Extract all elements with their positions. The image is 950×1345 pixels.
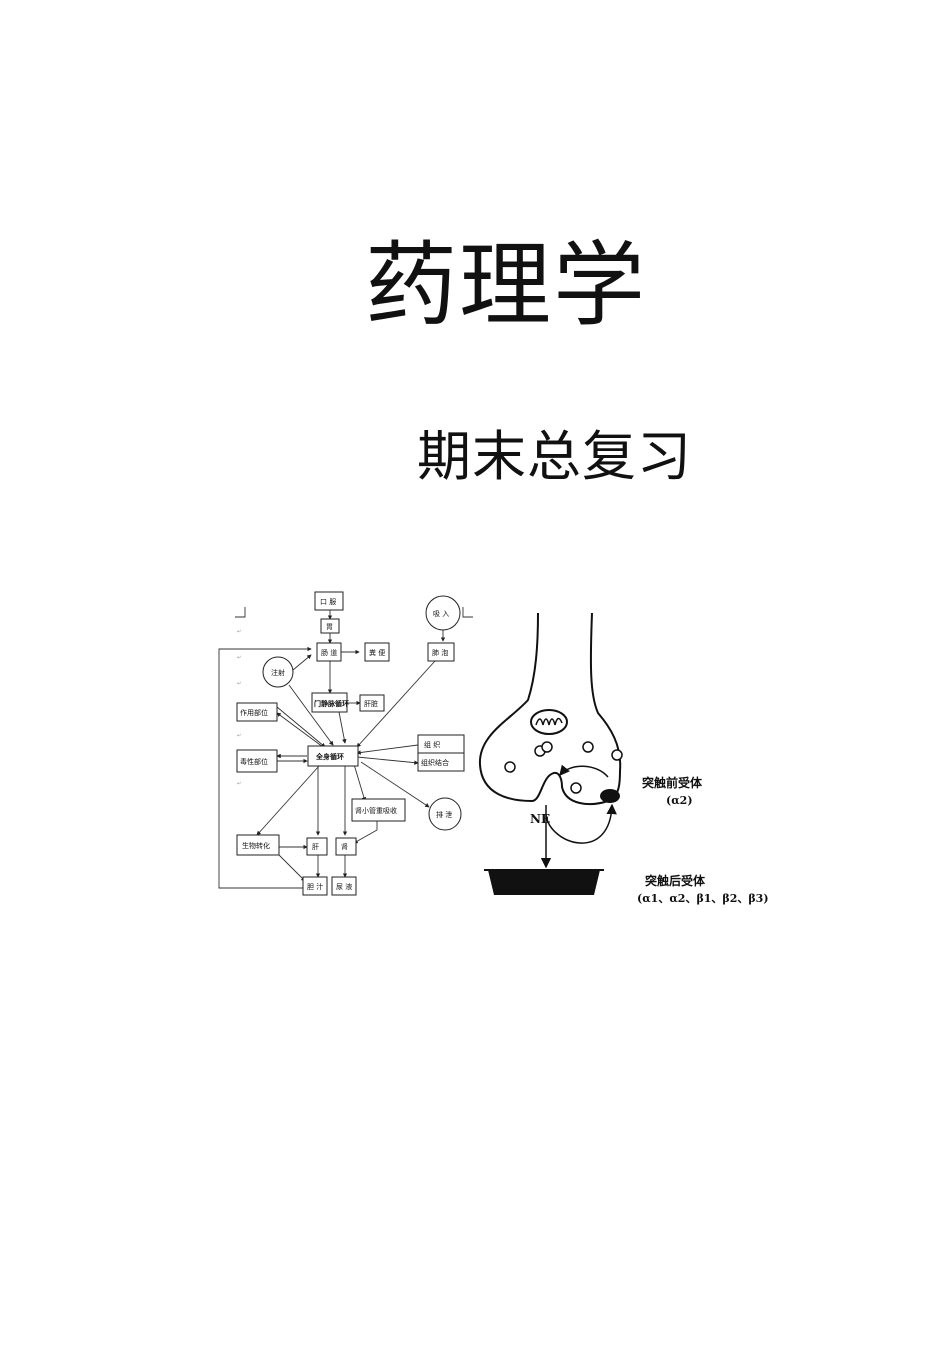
svg-text:↵: ↵ [237,781,241,787]
flow-node-feces: 粪 便 [369,648,385,657]
synapse-diagram: NE 突触前受体 (α2) 突触后受体 (α1、α2、β1、β2、β3) [478,612,769,905]
flow-node-kidney: 肾 [341,842,348,851]
flow-node-portal: 门静脉循环 [314,699,349,708]
vesicle [611,749,623,761]
postsynaptic-subtypes: (α1、α2、β1、β2、β3) [637,892,769,905]
svg-text:↵: ↵ [237,733,241,739]
vesicle [570,782,582,794]
mitochondrion [530,709,568,735]
svg-text:↵: ↵ [237,681,241,687]
flow-node-tissue: 组 织 [424,740,440,749]
flow-node-lung: 肺 泡 [432,648,448,657]
presynaptic-subtype: (α2) [666,794,693,807]
flow-node-action-site: 作用部位 [240,708,268,717]
flow-node-biotransform: 生物转化 [242,841,270,850]
flow-node-systemic: 全身循环 [315,752,344,761]
presynaptic-label: 突触前受体 [642,775,703,790]
flow-node-stomach: 胃 [326,623,333,631]
page-title: 药理学 [365,232,648,339]
corner-mark [462,607,473,618]
postsynaptic-label: 突触后受体 [645,873,706,888]
flow-node-intestine: 肠 道 [321,648,337,657]
flow-node-tubule: 肾小管重吸收 [355,806,397,815]
pharmacokinetics-flowchart: 口 服 胃 肠 道 粪 便 吸 入 肺 泡 注射 门静脉循环 肝脏 作用部位 毒… [218,591,473,896]
flow-node-urine: 尿 液 [336,882,352,891]
flow-node-liver: 肝 [312,843,319,851]
presynaptic-receptor [600,789,620,803]
svg-text:↵: ↵ [237,629,241,635]
vesicle [582,741,594,753]
flow-node-toxic-site: 毒性部位 [240,757,268,766]
flow-node-tissue-bind: 组织结合 [421,758,449,767]
ne-label: NE [530,812,550,826]
vesicle [504,761,516,773]
flow-node-inhale: 吸 入 [433,610,449,618]
svg-text:↵: ↵ [237,655,241,661]
page-subtitle: 期末总复习 [417,425,692,488]
flow-node-bile: 胆 汁 [307,882,323,891]
flow-node-liver-first: 肝脏 [364,699,378,708]
flow-node-oral: 口 服 [320,598,336,606]
corner-mark [235,607,246,618]
flow-node-inject: 注射 [271,668,285,677]
axon-terminal [478,612,622,805]
flow-node-excrete: 排 泄 [436,810,452,819]
vesicle [541,741,553,753]
postsynaptic-receptor [488,870,600,895]
